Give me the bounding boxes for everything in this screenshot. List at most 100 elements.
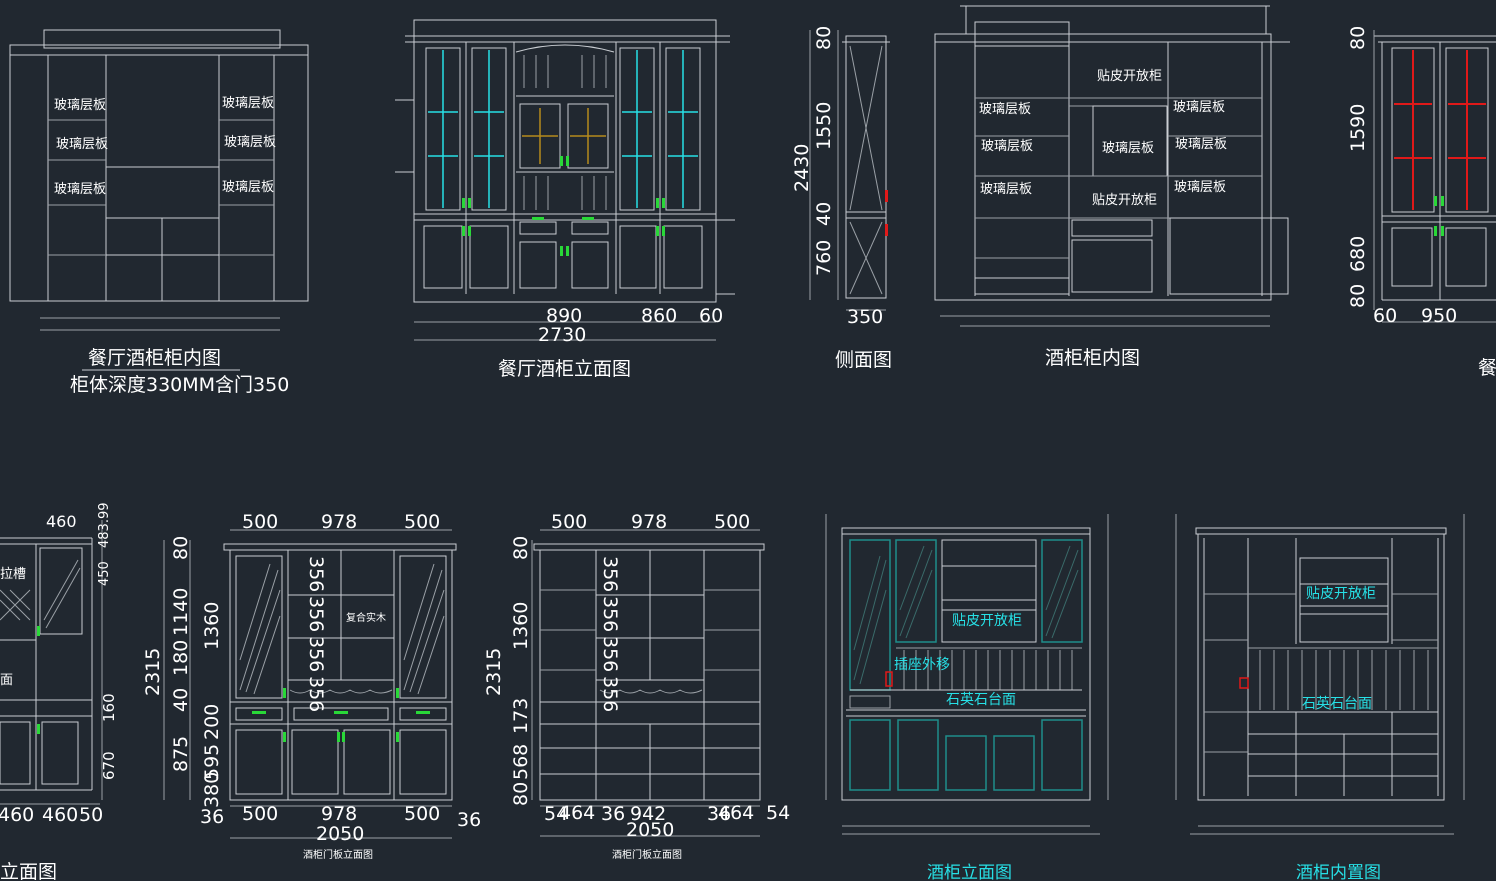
callout-label: 贴皮开放柜 xyxy=(952,613,1022,629)
dimension-label: 760 xyxy=(813,240,835,276)
dimension-label: 500 xyxy=(404,803,440,825)
interior-label: 玻璃层板 xyxy=(54,182,106,197)
dimension-label: 460 xyxy=(0,804,34,826)
wine-rack-center xyxy=(515,44,615,210)
interior-label: 玻璃层板 xyxy=(1175,137,1227,152)
drawing-title: 酒柜内置图 xyxy=(1296,863,1381,881)
dimension-label: 978 xyxy=(321,803,357,825)
interior-label: 玻璃层板 xyxy=(56,137,108,152)
handle-icon xyxy=(462,198,465,208)
interior-label: 玻璃层板 xyxy=(979,102,1031,117)
dimension-label: 200 xyxy=(201,704,223,740)
dimension-label: 460 xyxy=(46,512,77,531)
cabinet-outline xyxy=(934,33,1272,301)
dimension-label: 356 xyxy=(599,636,621,672)
cabinet-interior-drawing: 贴皮开放柜 玻璃层板 玻璃层板 玻璃层板 玻璃层板 玻璃层板 玻璃层板 玻璃层板… xyxy=(934,5,1290,369)
elevation-dining-drawing: 890 860 60 2730 餐厅酒柜立面图 xyxy=(395,19,735,380)
glass-door-right xyxy=(619,47,701,211)
dimension-label: 2730 xyxy=(538,324,586,346)
dimension-label: 36 xyxy=(601,803,625,825)
left-partial-drawing: 拉槽 面 460 450 483.99 160 670 460 460 50 立… xyxy=(0,503,118,881)
drawing-note: 柜体深度330MM含门350 xyxy=(70,374,289,396)
callout-label: 石英石台面 xyxy=(1302,695,1372,712)
dimension-label: 180 xyxy=(170,640,192,676)
dimension-label: 54 xyxy=(544,803,568,825)
interior-label: 玻璃层板 xyxy=(980,182,1032,197)
drawing-title: 酒柜门板立面图 xyxy=(303,848,373,861)
interior-label: 贴皮开放柜 xyxy=(1092,193,1157,208)
dimension-label: 350 xyxy=(847,306,883,328)
dimension-label: 450 xyxy=(97,561,112,586)
dimension-label: 80 xyxy=(1347,26,1369,50)
interior-label: 玻璃层板 xyxy=(222,96,274,111)
interior-cyan-drawing: 贴皮开放柜 石英石台面 酒柜内置图 xyxy=(1175,514,1465,881)
interior-label: 面 xyxy=(0,673,13,688)
dimension-label: 60 xyxy=(699,305,723,327)
drawing-title: 酒柜立面图 xyxy=(927,863,1012,881)
dimension-label: 1360 xyxy=(201,602,223,650)
dimension-label: 380 xyxy=(201,772,223,808)
dimension-label: 80 xyxy=(1347,284,1369,308)
callout-label: 贴皮开放柜 xyxy=(1306,586,1376,602)
dimension-label: 890 xyxy=(546,305,582,327)
door-elevation-2-drawing: 500 978 500 80 1360 2315 173 568 80 54 4… xyxy=(483,511,790,861)
interior-label: 玻璃层板 xyxy=(1102,141,1154,156)
drawing-title: 立面图 xyxy=(0,861,57,881)
dimension-label: 2430 xyxy=(791,144,813,192)
dimension-label: 173 xyxy=(510,698,532,734)
dimension-label: 2315 xyxy=(142,648,164,696)
dimension-label: 595 xyxy=(201,744,223,780)
interior-label: 玻璃层板 xyxy=(224,135,276,150)
dimension-label: 875 xyxy=(170,736,192,772)
dimension-label: 60 xyxy=(1373,305,1397,327)
dimension-label: 1360 xyxy=(510,602,532,650)
interior-label: 玻璃层板 xyxy=(54,98,106,113)
dimension-label: 568 xyxy=(510,744,532,780)
interior-label: 玻璃层板 xyxy=(1174,180,1226,195)
drawing-title: 酒柜柜内图 xyxy=(1045,347,1140,369)
dimension-label: 356 xyxy=(305,676,327,712)
material-label: 复合实木 xyxy=(346,611,386,624)
interior-label: 玻璃层板 xyxy=(222,180,274,195)
drawing-title: 餐 xyxy=(1478,357,1496,379)
drawing-title: 酒柜门板立面图 xyxy=(612,848,682,861)
dimension-label: 500 xyxy=(242,511,278,533)
dimension-label: 40 xyxy=(170,688,192,712)
interior-dining-drawing: 玻璃层板 玻璃层板 玻璃层板 玻璃层板 玻璃层板 玻璃层板 餐厅酒柜柜内图 柜体… xyxy=(9,29,309,396)
cabinet-outline xyxy=(1197,533,1445,801)
dimension-label: 54 xyxy=(766,802,790,824)
callout-label: 插座外移 xyxy=(894,657,950,673)
dimension-label: 464 xyxy=(718,802,754,824)
dimension-label: 80 xyxy=(170,536,192,560)
dimension-label: 36 xyxy=(200,806,224,828)
dimension-label: 356 xyxy=(599,596,621,632)
dimension-label: 356 xyxy=(599,676,621,712)
dimension-label: 670 xyxy=(100,751,118,780)
side-view-drawing: 80 1550 2430 40 760 350 侧面图 xyxy=(791,26,892,371)
dimension-label: 500 xyxy=(242,803,278,825)
dimension-label: 460 xyxy=(42,804,78,826)
dimension-label: 500 xyxy=(714,511,750,533)
drawing-title: 餐厅酒柜柜内图 xyxy=(88,347,221,369)
dimension-label: 80 xyxy=(813,26,835,50)
glass-door-left xyxy=(425,47,507,211)
cabinet-outline xyxy=(841,533,1091,801)
drawing-title: 侧面图 xyxy=(835,349,892,371)
elevation-cyan-drawing: 贴皮开放柜 插座外移 石英石台面 酒柜立面图 xyxy=(825,514,1109,881)
cabinet-outline xyxy=(413,19,717,303)
interior-label: 玻璃层板 xyxy=(981,139,1033,154)
cabinet-outline xyxy=(9,44,309,302)
dimension-label: 356 xyxy=(305,596,327,632)
dimension-label: 2050 xyxy=(316,823,364,845)
dimension-label: 40 xyxy=(813,202,835,226)
dimension-label: 500 xyxy=(404,511,440,533)
dimension-label: 80 xyxy=(510,782,532,806)
dimension-label: 2315 xyxy=(483,648,505,696)
cabinet-crown xyxy=(533,543,765,551)
dimension-label: 160 xyxy=(100,693,118,722)
interior-label: 贴皮开放柜 xyxy=(1097,69,1162,84)
elevation-right-partial-drawing: 80 1590 680 80 60 950 餐 xyxy=(1347,26,1496,379)
dimension-label: 2050 xyxy=(626,819,674,841)
cabinet-crown xyxy=(223,543,457,551)
